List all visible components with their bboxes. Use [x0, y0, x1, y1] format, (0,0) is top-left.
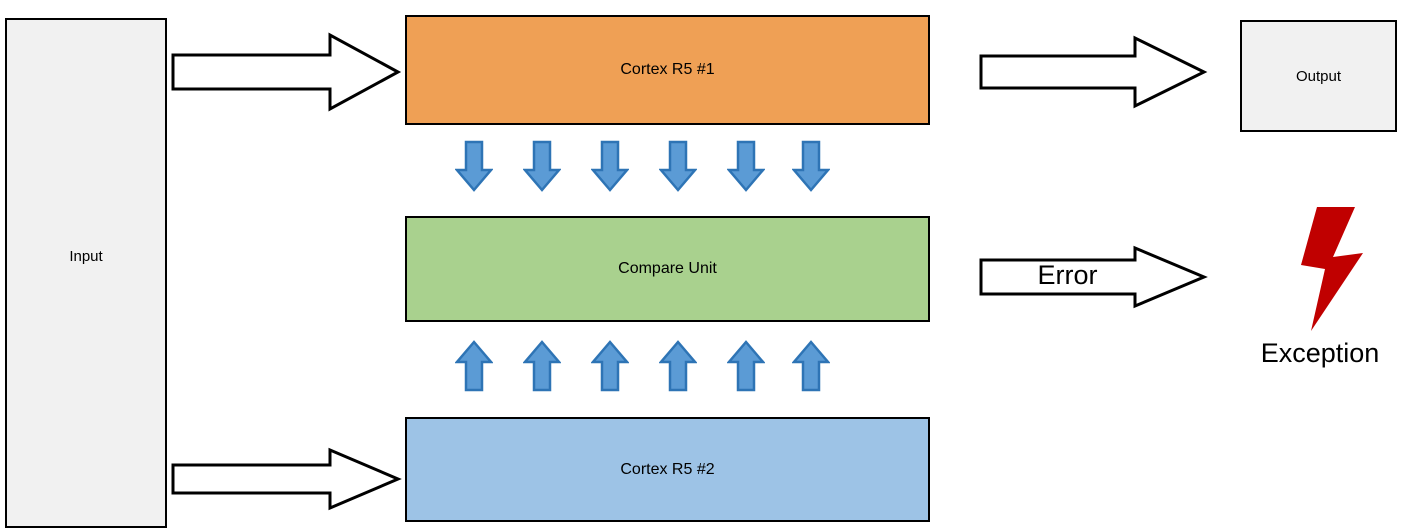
block-input: Input [5, 18, 167, 528]
block-input-label: Input [69, 248, 103, 265]
signal-arrow-up-2 [523, 340, 561, 392]
lightning-bolt-glyph [1301, 207, 1363, 331]
arrow-input-to-cortex2 [171, 447, 402, 511]
arrow-up-icon [792, 340, 830, 392]
arrow-up-icon [455, 340, 493, 392]
arrow-down-icon [523, 140, 561, 192]
block-output-label: Output [1295, 67, 1342, 85]
block-cortex-r5-1-label: Cortex R5 #1 [620, 61, 715, 78]
signal-arrow-up-3 [591, 340, 629, 392]
arrow-down-icon [792, 140, 830, 192]
block-cortex-r5-2-label: Cortex R5 #2 [620, 460, 715, 478]
signal-arrow-down-4 [659, 140, 697, 192]
signal-arrow-down-5 [727, 140, 765, 192]
block-compare-unit-label: Compare Unit [618, 260, 717, 277]
arrow-cortex1-to-output [979, 35, 1208, 109]
block-cortex-r5-2: Cortex R5 #2 [405, 417, 930, 522]
arrow-down-icon [727, 140, 765, 192]
block-output: Output [1240, 20, 1397, 132]
signal-arrow-down-1 [455, 140, 493, 192]
signal-arrow-down-2 [523, 140, 561, 192]
arrow-input-to-cortex1-icon [171, 32, 402, 112]
signal-arrow-up-5 [727, 340, 765, 392]
block-cortex-r5-1: Cortex R5 #1 [405, 15, 930, 125]
lightning-bolt-icon [1297, 205, 1369, 333]
signal-arrow-up-1 [455, 340, 493, 392]
signal-arrow-up-6 [792, 340, 830, 392]
signal-arrow-up-4 [659, 340, 697, 392]
arrow-error-label: Error [1037, 260, 1098, 290]
arrow-input-to-cortex1 [171, 32, 402, 112]
signal-arrow-down-6 [792, 140, 830, 192]
arrow-up-icon [591, 340, 629, 392]
exception-label: Exception [1260, 338, 1380, 368]
arrow-cortex1-to-output-icon [979, 35, 1208, 109]
arrow-down-icon [591, 140, 629, 192]
arrow-error: Error [979, 245, 1208, 309]
arrow-up-icon [523, 340, 561, 392]
arrow-up-icon [727, 340, 765, 392]
arrow-up-icon [659, 340, 697, 392]
block-compare-unit: Compare Unit [405, 216, 930, 322]
arrow-error-icon [979, 245, 1208, 309]
arrow-down-icon [659, 140, 697, 192]
arrow-input-to-cortex2-icon [171, 447, 402, 511]
signal-arrow-down-3 [591, 140, 629, 192]
arrow-down-icon [455, 140, 493, 192]
